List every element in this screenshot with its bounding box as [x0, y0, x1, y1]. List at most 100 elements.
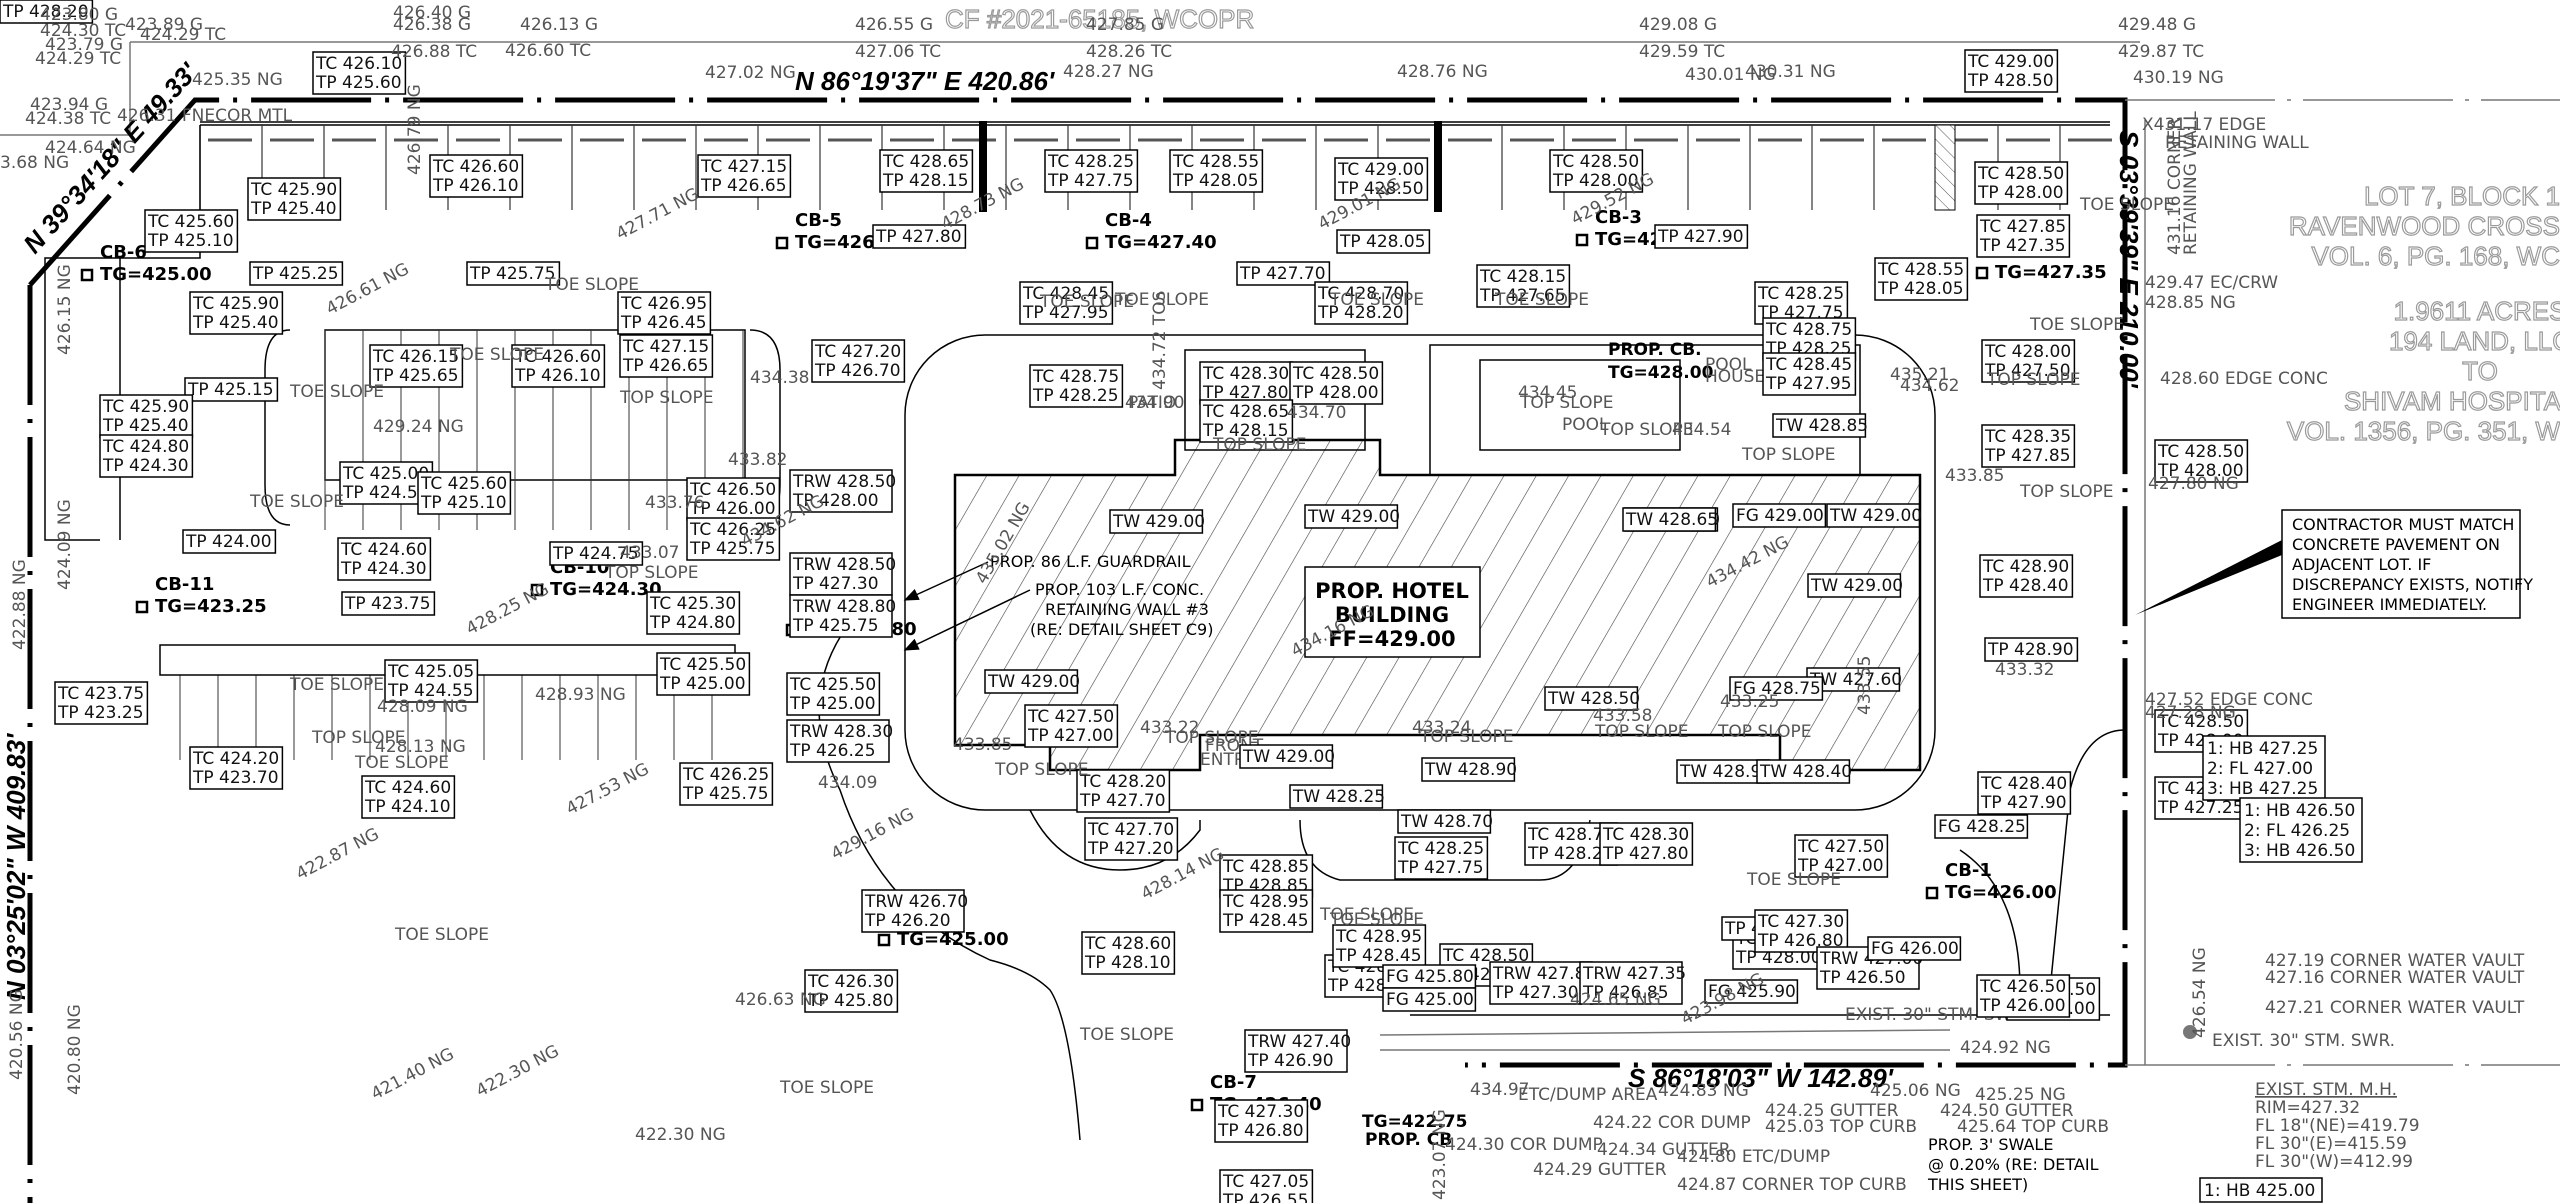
spot-grade: 433.22: [1140, 718, 1199, 738]
grade-label-text: TRW 428.50: [792, 472, 896, 492]
grade-label-text: TW 428.85: [1775, 416, 1868, 436]
grade-label-box: TP 428.90: [1984, 637, 2079, 662]
swale-callout-2: @ 0.20% (RE: DETAIL: [1928, 1155, 2099, 1174]
grade-label-text: TP 426.25: [789, 741, 876, 761]
grade-label-text: TW 429.00: [987, 672, 1080, 692]
grade-label-text: TC 426.60: [432, 157, 519, 177]
grade-label-text: TC 428.45: [1765, 355, 1852, 375]
top-slope-label: TOP SLOPE: [1212, 435, 1306, 455]
grade-label-text: TC 428.35: [1984, 427, 2071, 447]
building-label-line-3: FF=429.00: [1328, 627, 1455, 651]
storm-mh-title: EXIST. STM. M.H.: [2255, 1080, 2397, 1100]
toe-slope-label: TOE SLOPE: [354, 753, 449, 773]
spot-grade: 420.56 NG: [7, 989, 27, 1080]
contractor-note-line-1: CONTRACTOR MUST MATCH: [2292, 515, 2514, 534]
grade-label-text: TW 428.25: [1292, 787, 1385, 807]
spot-grade: 426.54 NG: [2190, 947, 2210, 1038]
fnecor-label: 426.31 FNECOR MTL: [117, 106, 293, 126]
swale-callout-3: THIS SHEET): [1927, 1175, 2028, 1194]
toe-slope-label: TOE SLOPE: [1494, 290, 1589, 310]
spot-grade: 429.48 G: [2118, 15, 2196, 35]
grade-label-text: TC 427.30: [1217, 1102, 1304, 1122]
grade-label-text: TP 426.65: [622, 356, 709, 376]
spot-grade: 424.64 NG: [45, 138, 136, 158]
grade-label-box: FG 425.90: [1704, 979, 1799, 1004]
spot-grade: 433.85: [1945, 466, 2004, 486]
grade-label-text: TP 423.75: [344, 594, 431, 614]
catch-basin-name: CB-7: [1210, 1072, 1257, 1093]
top-slope-label: TOP SLOPE: [1741, 445, 1835, 465]
grade-label-box: TW 428.25: [1289, 784, 1385, 809]
spot-grade: 423.94 G: [30, 95, 108, 115]
grade-label-text: TP 427.30: [792, 574, 879, 594]
grade-label-text: TC 428.45: [1022, 284, 1109, 304]
grade-label-text: TC 428.25: [1757, 284, 1844, 304]
adjacent-property-labels: CF #2021-65185, WCOPR LOT 7, BLOCK 1 RAV…: [944, 3, 2560, 446]
grade-label-text: TP 427.65: [1479, 286, 1566, 306]
grade-label-text: TP 424.10: [364, 797, 451, 817]
grade-label-text: TP 424.30: [102, 456, 189, 476]
grade-label-text: TP 424.75: [552, 544, 639, 564]
top-slope-label: TOP SLOPE: [619, 388, 713, 408]
spot-grade: 434.45: [1518, 383, 1577, 403]
grade-label-text: TC 425.60: [147, 212, 234, 232]
catch-basin-name: CB-3: [1595, 207, 1642, 228]
grade-label-text: TP 425.75: [689, 539, 776, 559]
grade-label-text: TP 428.00: [1292, 383, 1379, 403]
spot-grade: 422.30 NG: [635, 1125, 726, 1145]
grade-label-text: TC 428.20: [1079, 772, 1166, 792]
spot-grade: 425.06 NG: [1870, 1081, 1961, 1101]
spot-grade: 424.30 TC: [40, 21, 126, 41]
spot-grade: 425.25 NG: [1975, 1085, 2066, 1105]
grade-label-text: TP 425.75: [682, 784, 769, 804]
grade-label-text: TP 425.40: [102, 416, 189, 436]
grade-label-text: TC 428.50: [1977, 164, 2064, 184]
grade-label-text: TP 426.70: [814, 361, 901, 381]
grade-label-box: TW 428.70: [1397, 809, 1493, 834]
spot-grade: 429.16 NG: [828, 804, 918, 864]
grade-label-text: TC 423.75: [57, 684, 144, 704]
grade-label-box: TW 429.00: [1826, 503, 1922, 528]
spot-grade: 423.07 NG: [1430, 1109, 1450, 1200]
grade-label-text: TC 425.05: [387, 662, 474, 682]
grade-label-text: TC 428.25: [1047, 152, 1134, 172]
toe-slope-label: TOE SLOPE: [1746, 870, 1841, 890]
grade-label-text: TP 427.80: [1602, 844, 1689, 864]
building-label-line-1: PROP. HOTEL: [1315, 579, 1469, 603]
dump-area-label: ETC/DUMP AREA: [1518, 1085, 1658, 1105]
grade-label-text: TP 427.80: [875, 227, 962, 247]
grade-label-text: TC 424.60: [364, 778, 451, 798]
spot-grade: 430.19 NG: [2133, 68, 2224, 88]
contractor-note-line-5: ENGINEER IMMEDIATELY.: [2292, 595, 2487, 614]
grade-label-text: TP 427.00: [1027, 726, 1114, 746]
spot-grade: 426.79 NG: [405, 84, 425, 175]
spot-grade: 430.01 NG: [1685, 65, 1776, 85]
toe-slope-label: TOE SLOPE: [249, 492, 344, 512]
grade-label-text: TC 428.50: [2157, 442, 2244, 462]
spot-grade: 428.09 NG: [377, 697, 468, 717]
grade-label-text: TP 424.55: [387, 681, 474, 701]
spot-grade: 433.32: [1995, 660, 2054, 680]
toe-slope-label: TOE SLOPE: [1329, 290, 1424, 310]
spot-grade: 434.62: [1900, 376, 1959, 396]
grade-label-box: TW 428.50: [1544, 686, 1640, 711]
structure-elevation-table: 1: HB 426.502: FL 426.253: HB 426.50: [2239, 797, 2363, 863]
grade-label-text: TC 426.30: [807, 972, 894, 992]
grade-label-text: TP 424.80: [649, 613, 736, 633]
grade-label-text: FG 425.90: [1708, 982, 1796, 1002]
grade-label-text: TC 425.90: [250, 180, 337, 200]
